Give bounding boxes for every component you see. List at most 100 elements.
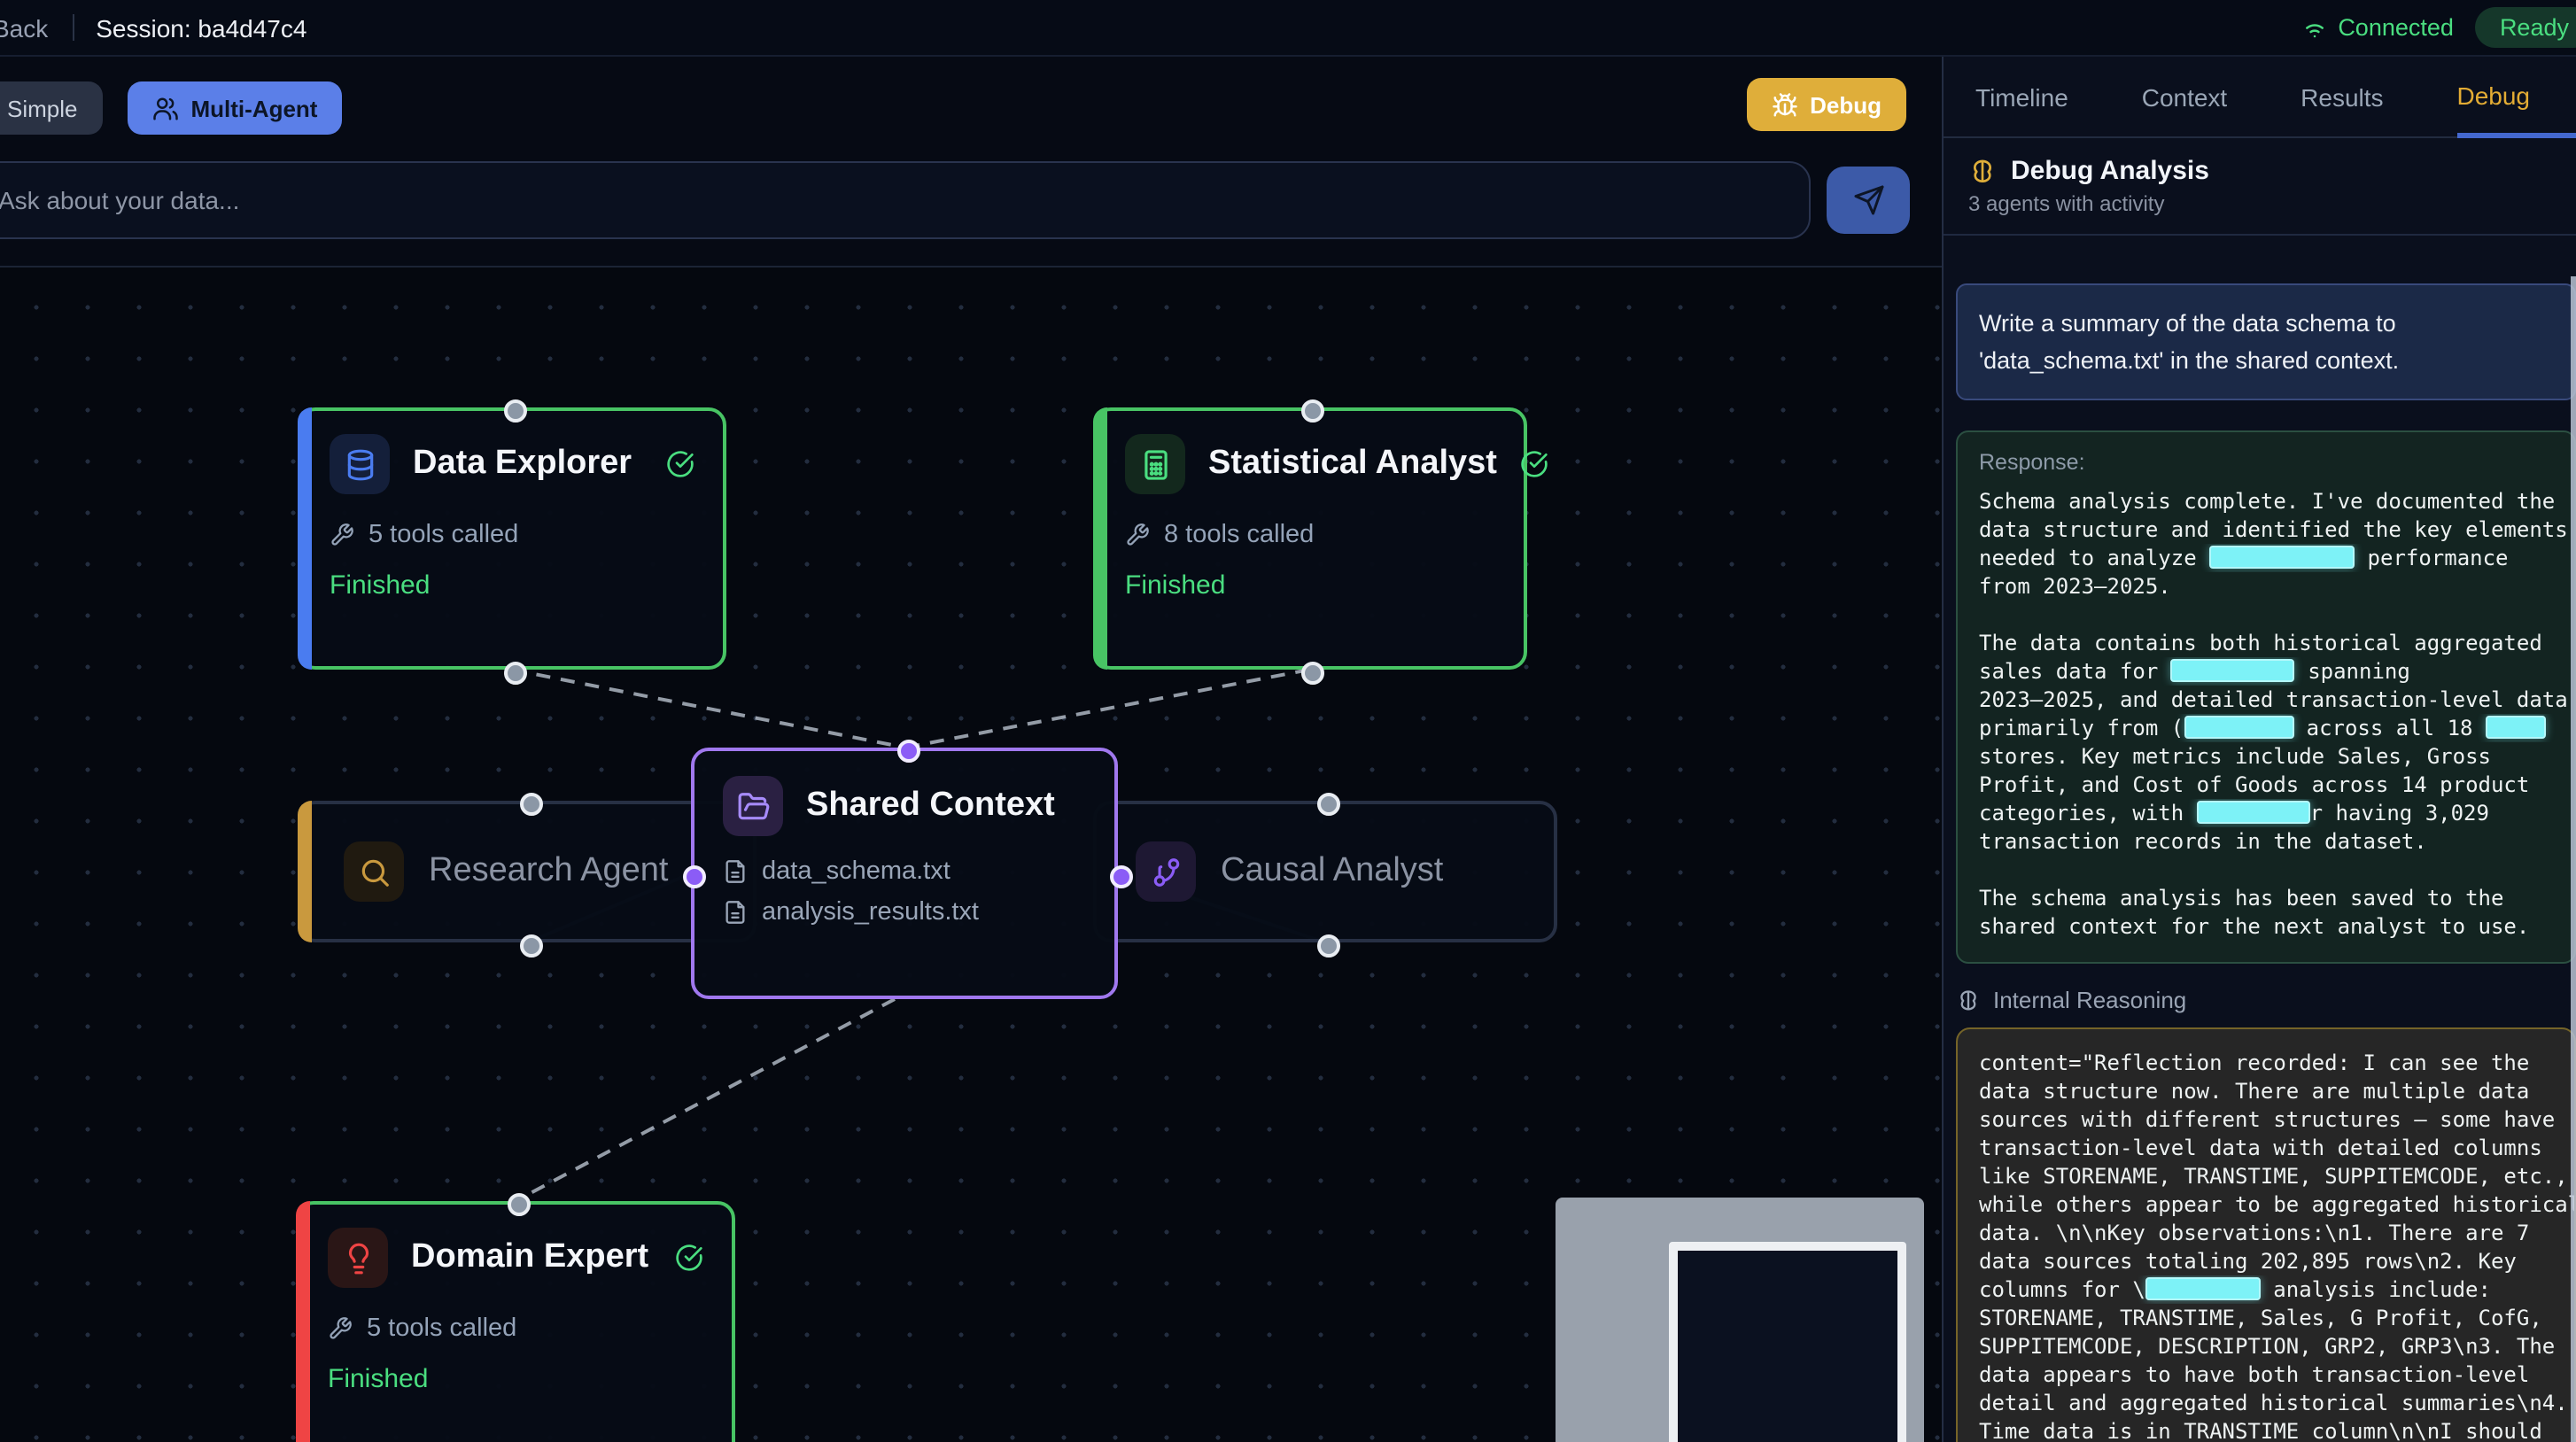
debug-panel: Timeline Context Results Debug Debug Ana… [1942,57,2576,1442]
tab-results[interactable]: Results [2301,82,2384,111]
redaction-box [2196,801,2310,824]
back-button[interactable]: Back [0,13,49,42]
top-bar: Back Session: ba4d47c4 Connected Ready [0,0,2576,57]
node-handle[interactable] [1317,793,1340,816]
status-label: Finished [330,570,431,601]
node-handle[interactable] [897,740,920,763]
node-handle[interactable] [1317,934,1340,957]
node-handle[interactable] [520,793,543,816]
mode-simple-button[interactable]: Simple [0,81,103,135]
context-file[interactable]: analysis_results.txt [723,898,1086,926]
edge-analyst-to-context [904,668,1310,749]
node-statistical-analyst[interactable]: Statistical Analyst 8 tools called Finis… [1093,399,1548,685]
check-circle-icon [675,1244,703,1272]
node-accent-stripe [298,801,312,942]
database-icon [330,434,390,494]
node-domain-expert[interactable]: Domain Expert 5 tools called Finished [296,1193,735,1442]
send-button[interactable] [1827,167,1910,234]
mode-simple-label: Simple [7,95,78,121]
node-handle[interactable] [1110,865,1133,888]
context-file-list: data_schema.txt analysis_results.txt [723,857,1086,926]
edge-context-to-expert [515,997,896,1203]
redaction-box [2209,546,2355,569]
node-handle[interactable] [520,934,543,957]
debug-toggle-label: Debug [1810,91,1882,118]
reasoning-card: content="Reflection recorded: I can see … [1956,1027,2576,1442]
check-circle-icon [1520,450,1548,478]
node-data-explorer[interactable]: Data Explorer 5 tools called Finished [298,399,726,685]
tab-timeline[interactable]: Timeline [1975,82,2068,111]
response-text: Schema analysis complete. I've documente… [1979,489,2568,939]
composer [0,159,1942,241]
node-handle[interactable] [504,399,527,423]
tab-context[interactable]: Context [2141,82,2228,111]
lightbulb-icon [328,1228,388,1288]
brain-outline-icon [1956,988,1981,1012]
node-title: Shared Context [806,787,1055,824]
panel-tabs: Timeline Context Results Debug [1944,57,2576,138]
debug-content[interactable]: Write a summary of the data schema to'da… [1944,276,2576,1442]
node-accent-stripe [298,407,312,670]
flow-canvas[interactable]: Research Agent Causal Analyst [0,266,1942,1442]
context-file-name: analysis_results.txt [762,898,979,926]
brain-icon [1968,157,1997,185]
file-text-icon [723,859,748,884]
edge-explorer-to-context [511,668,906,749]
node-title: Research Agent [429,852,669,889]
user-prompt-card: Write a summary of the data schema to'da… [1956,283,2576,400]
mode-toolbar: Simple Multi-Agent Debug [0,78,1942,138]
node-title: Data Explorer [413,445,632,482]
context-file[interactable]: data_schema.txt [723,857,1086,886]
node-accent-stripe [296,1201,310,1442]
internal-reasoning-header: Internal Reasoning [1956,987,2576,1013]
wrench-icon [330,523,354,547]
panel-subtitle: 3 agents with activity [1968,191,2165,216]
response-label: Response: [1979,450,2085,475]
workflow-area: Simple Multi-Agent Debug [0,57,1942,1442]
check-circle-icon [666,450,694,478]
redaction-box [2184,716,2294,739]
bug-icon [1771,91,1797,118]
node-handle[interactable] [1301,399,1324,423]
tools-called-label: 5 tools called [369,521,519,549]
wrench-icon [1125,523,1150,547]
status-label: Finished [1125,570,1226,601]
calculator-icon [1125,434,1185,494]
minimap[interactable] [1556,1198,1924,1442]
mode-multi-agent-label: Multi-Agent [190,95,318,121]
file-text-icon [723,900,748,925]
node-title: Statistical Analyst [1208,445,1497,482]
wrench-icon [328,1316,353,1341]
session-label: Session: ba4d47c4 [96,13,307,42]
ready-badge: Ready [2474,7,2576,48]
context-file-name: data_schema.txt [762,857,950,886]
redaction-box [2145,1277,2261,1300]
node-shared-context[interactable]: Shared Context data_schema.txt [683,740,1133,999]
panel-title: Debug Analysis [2011,156,2209,186]
reasoning-text: content="Reflection recorded: I can see … [1979,1050,2574,1442]
ask-input[interactable] [0,161,1811,239]
node-causal-analyst[interactable]: Causal Analyst [1093,793,1557,957]
node-accent-stripe [1093,407,1107,670]
tab-debug[interactable]: Debug [2456,57,2576,138]
tools-called-label: 5 tools called [367,1314,517,1343]
node-handle[interactable] [683,865,706,888]
debug-toggle-button[interactable]: Debug [1746,78,1906,131]
tools-called-label: 8 tools called [1164,521,1315,549]
node-handle[interactable] [504,662,527,685]
mode-multi-agent-button[interactable]: Multi-Agent [127,81,343,135]
connection-label: Connected [2338,14,2454,41]
internal-reasoning-label: Internal Reasoning [1993,987,2187,1013]
divider [73,14,75,41]
minimap-viewport[interactable] [1669,1242,1906,1442]
panel-scrollbar[interactable] [2571,276,2576,1442]
node-title: Causal Analyst [1221,852,1444,889]
connection-status: Connected [2301,14,2454,41]
node-handle[interactable] [508,1193,531,1216]
node-research-agent[interactable]: Research Agent [298,793,757,957]
status-label: Finished [328,1364,429,1394]
git-branch-icon [1136,841,1196,902]
node-handle[interactable] [1301,662,1324,685]
redaction-box [2485,716,2546,739]
